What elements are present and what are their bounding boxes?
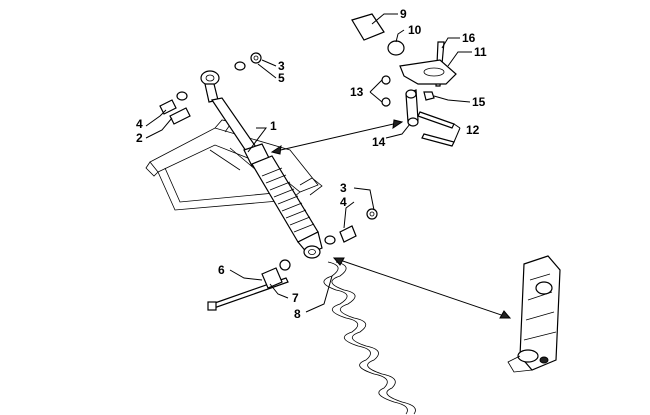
callout-10: 10 — [408, 23, 422, 37]
callout-11: 11 — [474, 45, 487, 59]
rail-bracket — [507, 255, 561, 373]
callout-12: 12 — [466, 123, 480, 137]
spring — [323, 261, 416, 415]
callout-3-bottom: 3 — [340, 181, 347, 195]
callout-14: 14 — [372, 135, 386, 149]
callout-4-top: 4 — [136, 117, 143, 131]
linkage-assembly — [351, 13, 457, 147]
callout-2: 2 — [136, 131, 143, 145]
assembly-arrows — [270, 119, 512, 319]
callout-5: 5 — [278, 71, 285, 85]
callout-3-top: 3 — [278, 59, 285, 73]
callout-13: 13 — [350, 85, 364, 99]
shock-absorber — [200, 70, 323, 259]
top-mount-hardware — [159, 52, 262, 125]
callout-4-bottom: 4 — [340, 195, 347, 209]
callout-15: 15 — [472, 95, 486, 109]
callout-16: 16 — [462, 31, 476, 45]
callout-labels: 1 2 3 3 4 4 5 6 7 8 9 10 11 12 13 14 15 … — [136, 7, 487, 321]
callout-6: 6 — [218, 263, 225, 277]
bottom-mount-hardware — [207, 208, 378, 311]
callout-9: 9 — [400, 7, 407, 21]
callout-1: 1 — [270, 119, 277, 133]
callout-8: 8 — [294, 307, 301, 321]
leader-lines — [145, 13, 472, 313]
callout-7: 7 — [292, 291, 299, 305]
